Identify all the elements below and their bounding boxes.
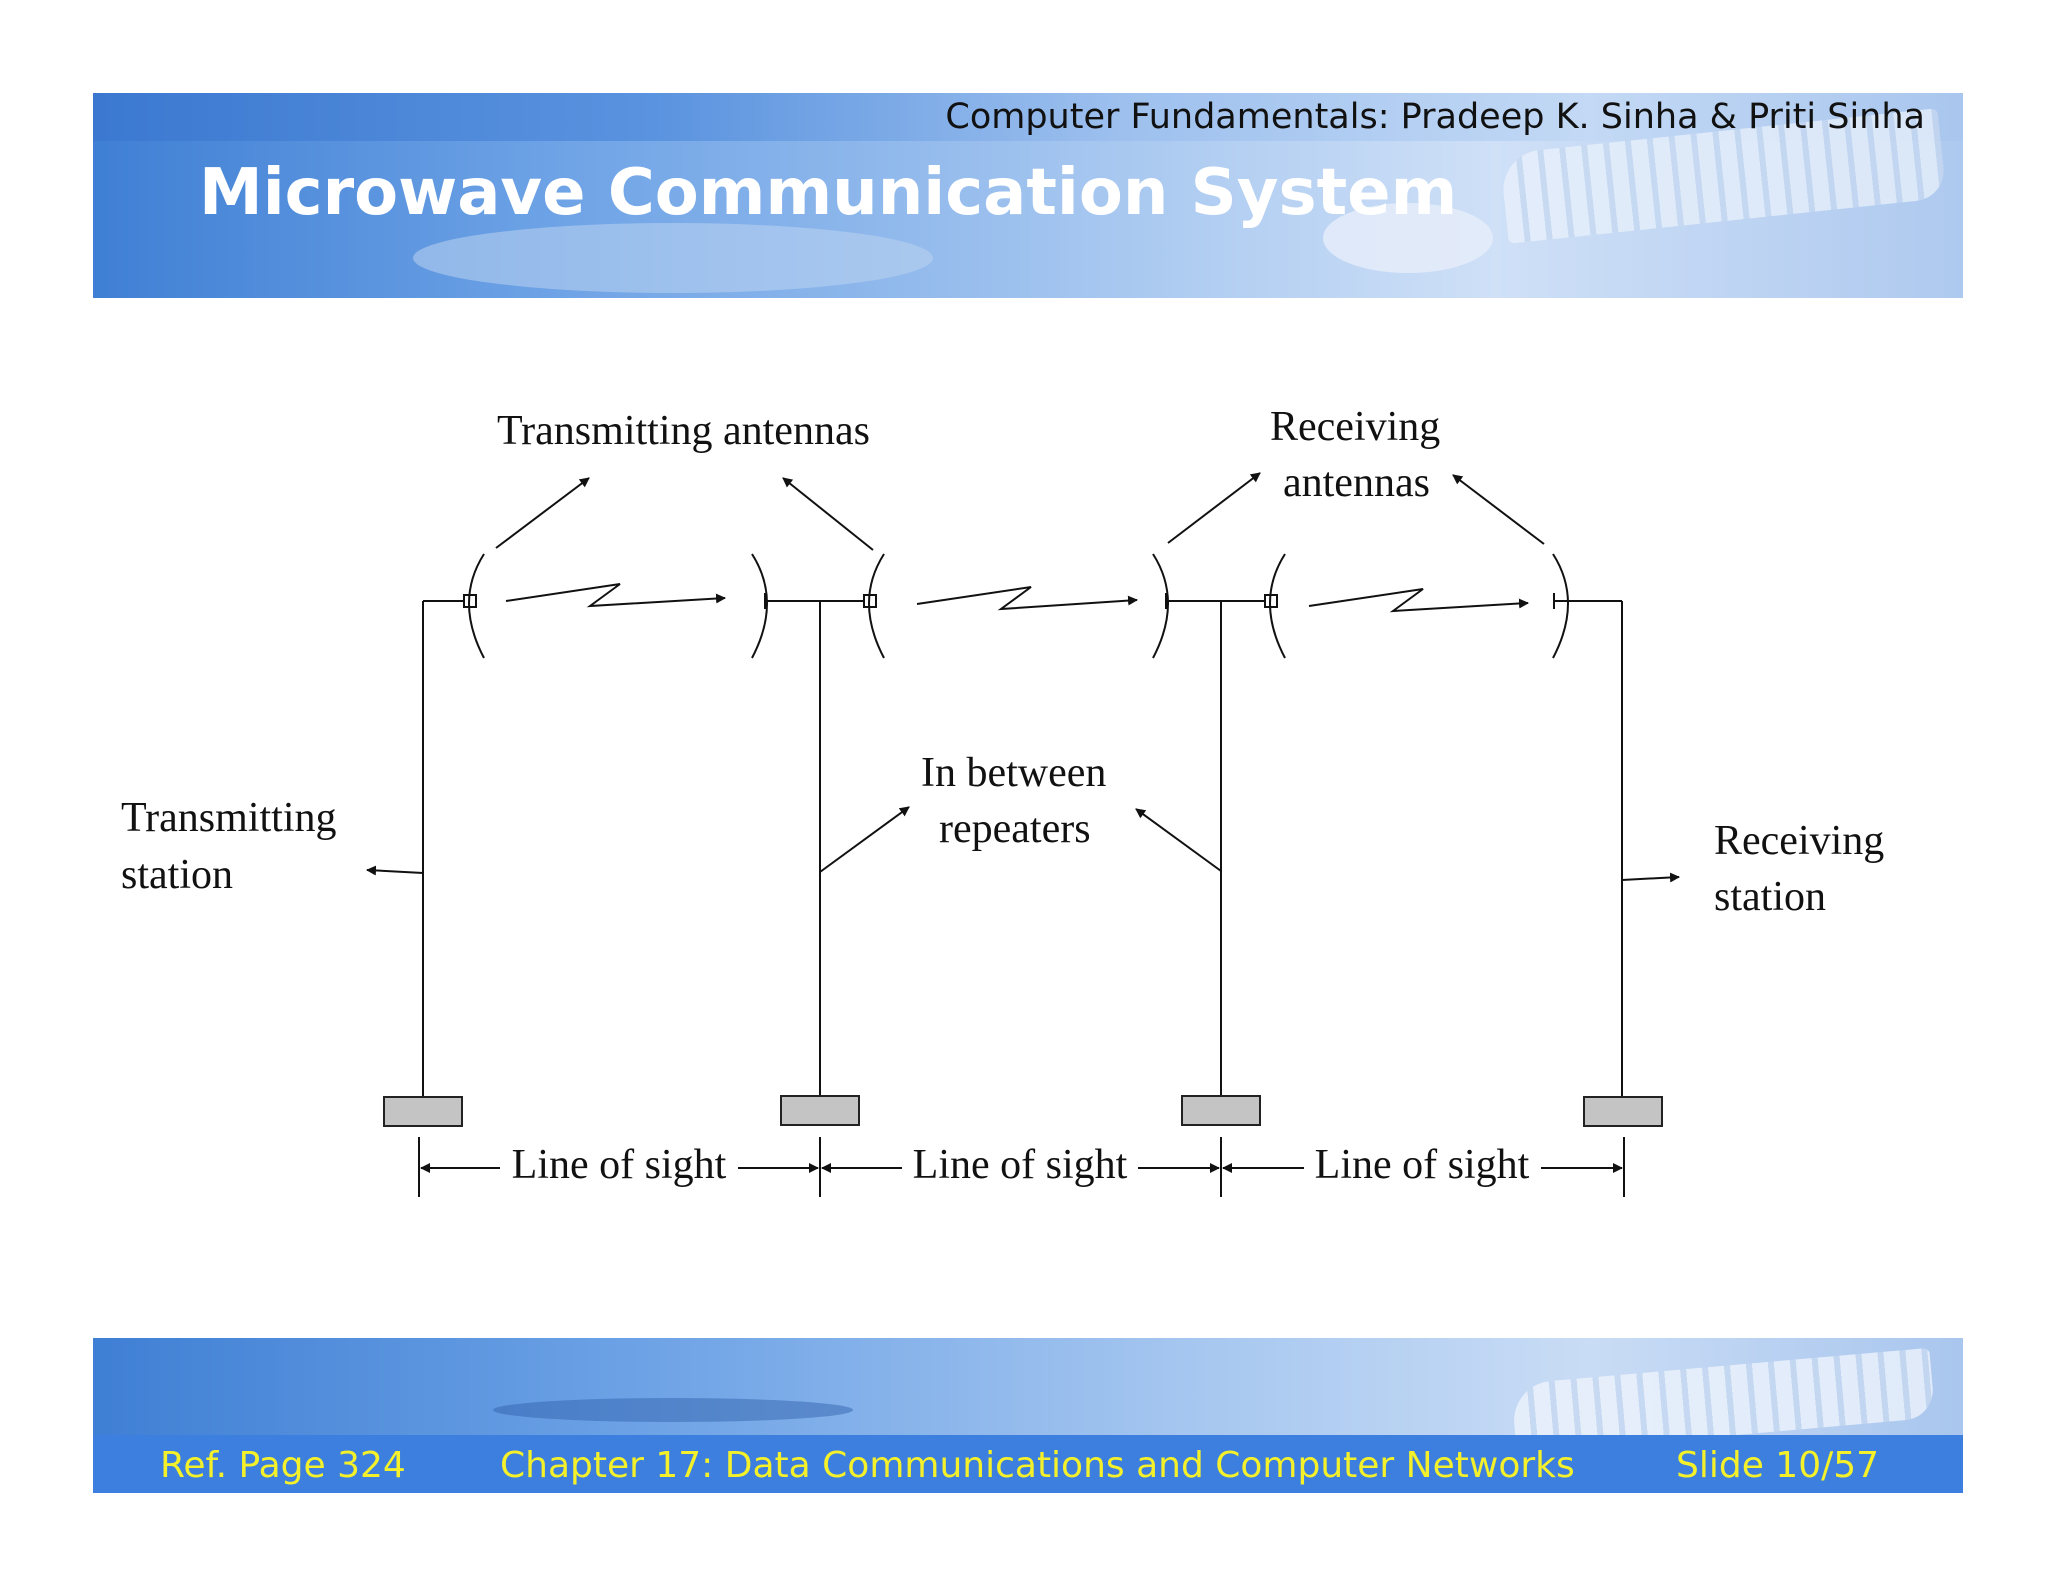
footer-bar	[93, 1435, 1963, 1493]
book-credit: Computer Fundamentals: Pradeep K. Sinha …	[945, 97, 1925, 137]
pointer-repeater-1	[819, 806, 910, 873]
label-line-of-sight-3: Line of sight	[1315, 1142, 1530, 1188]
mouse-decoration	[1323, 203, 1493, 273]
signal-arrow-2	[916, 586, 1138, 611]
tower-repeater-2	[1152, 553, 1286, 1126]
label-in-between-2: repeaters	[939, 806, 1091, 852]
header-decoration	[413, 223, 933, 293]
label-line-of-sight-1: Line of sight	[512, 1142, 727, 1188]
pointer-transmitting-antenna-1	[495, 477, 590, 549]
pointer-receiving-station	[1621, 872, 1680, 883]
signal-arrow-3	[1308, 588, 1529, 613]
footer-ref-page: Ref. Page 324	[160, 1445, 406, 1486]
label-transmitting-station-1: Transmitting	[121, 795, 337, 841]
pointer-receiving-antenna-2	[1452, 474, 1545, 545]
pointer-repeater-2	[1135, 808, 1222, 872]
tower-transmitting-station	[383, 553, 485, 1127]
header-banner: Computer Fundamentals: Pradeep K. Sinha …	[93, 93, 1963, 298]
tower-receiving-station	[1552, 553, 1663, 1127]
slide-title: Microwave Communication System	[199, 156, 1458, 230]
pointer-transmitting-antenna-2	[782, 477, 874, 551]
tower-repeater-1	[751, 553, 885, 1126]
footer-banner	[93, 1338, 1963, 1493]
footer-chapter: Chapter 17: Data Communications and Comp…	[500, 1445, 1575, 1486]
label-line-of-sight-2: Line of sight	[913, 1142, 1128, 1188]
label-in-between-1: In between	[921, 750, 1106, 796]
label-receiving-antennas-2: antennas	[1283, 460, 1430, 506]
pointer-receiving-antenna-1	[1167, 472, 1261, 544]
label-transmitting-antennas: Transmitting antennas	[497, 408, 870, 454]
footer-decoration	[493, 1398, 853, 1422]
label-receiving-station-2: station	[1714, 874, 1826, 920]
label-receiving-antennas-1: Receiving	[1270, 404, 1440, 450]
header-stripe	[93, 93, 1963, 141]
label-transmitting-station-2: station	[121, 852, 233, 898]
pointer-transmitting-station	[366, 865, 424, 876]
label-receiving-station-1: Receiving	[1714, 818, 1884, 864]
footer-slide-number: Slide 10/57	[1676, 1445, 1880, 1486]
signal-arrow-1	[505, 583, 726, 608]
